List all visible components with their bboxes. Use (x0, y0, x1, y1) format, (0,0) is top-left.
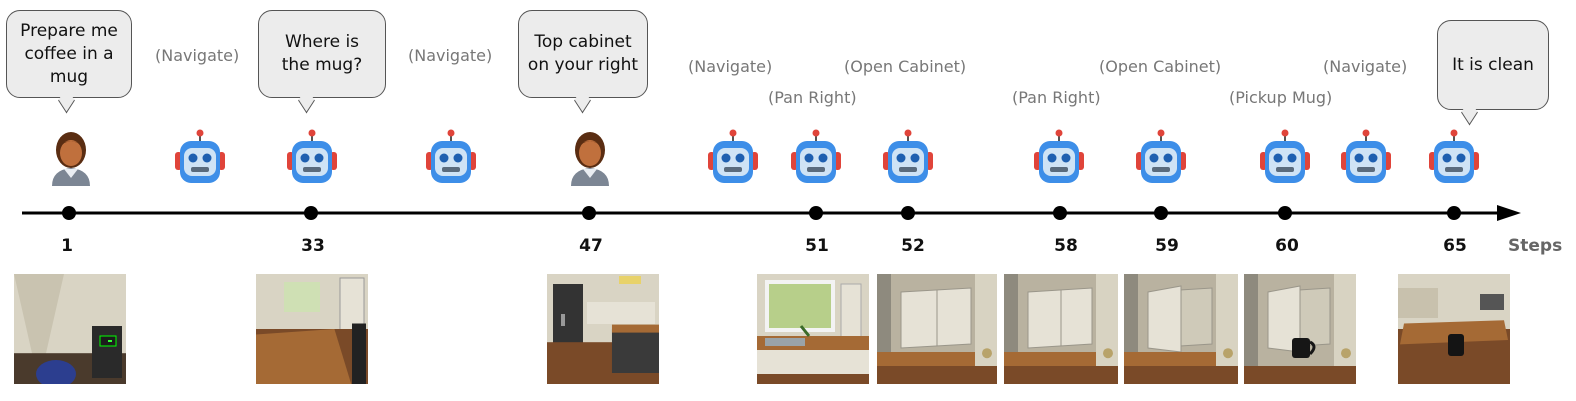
timeline-step-dot (62, 206, 76, 220)
action-label-pan-right-1: (Pan Right) (768, 88, 857, 107)
robot-icon (1427, 128, 1481, 193)
timeline-arrowhead (1497, 205, 1521, 221)
speech-bubble-robot-65: It is clean (1437, 20, 1549, 110)
action-label-pan-right-2: (Pan Right) (1012, 88, 1101, 107)
step-label-52: 52 (901, 236, 925, 256)
frame-thumbnail-cabinet-closed (1004, 274, 1118, 384)
frame-thumbnail-kitchen-table (1398, 274, 1510, 384)
action-label-navigate-3: (Navigate) (688, 57, 773, 76)
timeline-step-dot (304, 206, 318, 220)
frame-thumbnail-sink-window (757, 274, 869, 384)
frame-thumbnail-cabinet-open (1124, 274, 1238, 384)
step-label-60: 60 (1275, 236, 1299, 256)
robot-icon (1258, 128, 1312, 193)
action-label-pickup-mug: (Pickup Mug) (1229, 88, 1333, 107)
timeline-step-dot (1154, 206, 1168, 220)
step-label-59: 59 (1155, 236, 1179, 256)
frame-thumbnail-cabinet-mug (1244, 274, 1356, 384)
robot-icon (285, 128, 339, 193)
robot-icon (706, 128, 760, 193)
action-label-open-cabinet-2: (Open Cabinet) (1099, 57, 1222, 76)
robot-icon (424, 128, 478, 193)
step-label-47: 47 (579, 236, 603, 256)
robot-icon (881, 128, 935, 193)
timeline-step-dot (1053, 206, 1067, 220)
step-label-33: 33 (301, 236, 325, 256)
action-label-open-cabinet-1: (Open Cabinet) (844, 57, 967, 76)
robot-icon (1032, 128, 1086, 193)
frame-thumbnail-kitchen-fridge (547, 274, 659, 384)
timeline-step-dot (1447, 206, 1461, 220)
timeline-step-dot (1278, 206, 1292, 220)
human-icon (44, 128, 98, 193)
robot-icon (1134, 128, 1188, 193)
robot-icon (789, 128, 843, 193)
step-label-51: 51 (805, 236, 829, 256)
step-label-58: 58 (1054, 236, 1078, 256)
frame-thumbnail-desk-corner (14, 274, 126, 384)
axis-label-steps: Steps (1508, 236, 1563, 256)
action-label-navigate-4: (Navigate) (1323, 57, 1408, 76)
step-label-65: 65 (1443, 236, 1467, 256)
human-icon (563, 128, 617, 193)
robot-icon (173, 128, 227, 193)
robot-icon (1339, 128, 1393, 193)
step-label-1: 1 (61, 236, 73, 256)
frame-thumbnail-kitchen-overview (256, 274, 368, 384)
frame-thumbnail-cabinet-closed (877, 274, 997, 384)
speech-bubble-human-1: Prepare me coffee in a mug (6, 10, 132, 98)
action-label-navigate-1: (Navigate) (155, 46, 240, 65)
timeline-step-dot (582, 206, 596, 220)
speech-bubble-robot-33: Where is the mug? (258, 10, 386, 98)
action-label-navigate-2: (Navigate) (408, 46, 493, 65)
timeline-step-dot (901, 206, 915, 220)
timeline-step-dot (809, 206, 823, 220)
speech-bubble-human-47: Top cabinet on your right (518, 10, 648, 98)
